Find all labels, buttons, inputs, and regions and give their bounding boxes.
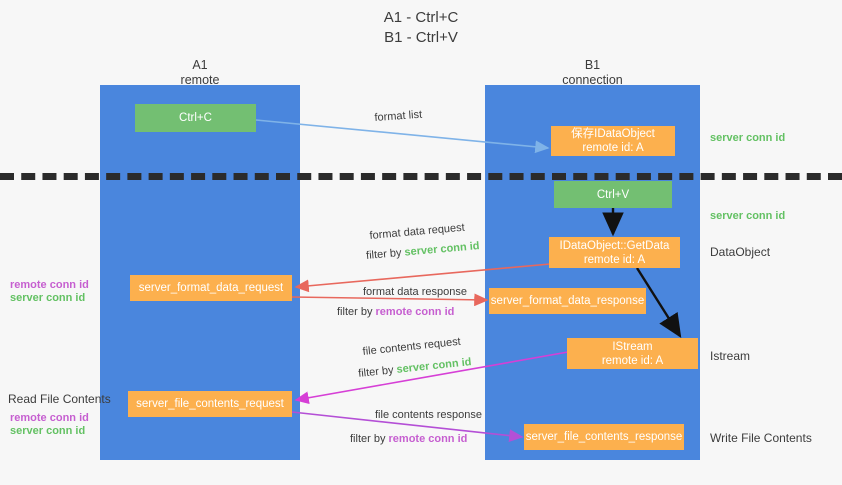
server-conn-id-ref-1: server conn id (404, 240, 480, 259)
left-note-server-conn-id-bottom: server conn id (10, 425, 86, 437)
node-server-format-data-response-line1: server_format_data_response (490, 295, 645, 307)
node-save-idataobject[interactable]: 保存IDataObject remote id: A (551, 126, 675, 156)
remote-conn-id-ref-1: remote conn id (375, 306, 455, 318)
left-note-server-conn-id-top: server conn id (10, 292, 86, 304)
column-header-a1-name: A1 (192, 58, 208, 72)
left-note-read-file-contents: Read File Contents (8, 392, 111, 406)
node-ctrl-v[interactable]: Ctrl+V (554, 181, 672, 208)
column-header-a1: A1 remote (100, 58, 300, 88)
node-server-format-data-request-line1: server_format_data_request (138, 282, 284, 294)
node-idataobject-getdata[interactable]: IDataObject::GetData remote id: A (549, 237, 680, 268)
node-server-file-contents-response-line1: server_file_contents_response (525, 431, 683, 443)
edge-label-format-data-response: format data response (363, 286, 467, 298)
left-note-remote-conn-id-top: remote conn id (10, 279, 89, 291)
remote-conn-id-ref-2: remote conn id (388, 433, 468, 445)
node-save-idataobject-line1: 保存IDataObject (571, 128, 655, 140)
column-header-b1-name: B1 (584, 58, 601, 72)
title-line-2: B1 - Ctrl+V (384, 29, 458, 46)
column-header-b1-sub: connection (562, 73, 623, 87)
node-server-file-contents-request[interactable]: server_file_contents_request (128, 391, 292, 417)
filter-by-label-2: filter by (337, 306, 376, 318)
node-ctrl-v-line1: Ctrl+V (596, 188, 630, 201)
edge-filter-format-data-request: filter by server conn id (366, 240, 480, 263)
column-header-a1-sub: remote (180, 73, 220, 87)
filter-by-label-4: filter by (350, 433, 389, 445)
side-note-server-conn-id-mid: server conn id (710, 210, 786, 222)
phase-separator (0, 173, 842, 180)
node-server-format-data-request[interactable]: server_format_data_request (130, 275, 292, 301)
node-idataobject-getdata-line2: remote id: A (583, 253, 646, 266)
edge-filter-format-data-response: filter by remote conn id (337, 306, 454, 319)
edge-filter-file-contents-request: filter by server conn id (358, 356, 472, 381)
node-istream-line1: IStream (612, 340, 653, 353)
node-save-idataobject-line2: remote id: A (582, 142, 644, 154)
node-ctrl-c[interactable]: Ctrl+C (135, 104, 256, 132)
filter-by-label-1: filter by (365, 246, 406, 262)
edge-label-file-contents-request: file contents request (362, 335, 462, 358)
edge-label-format-data-request: format data request (369, 221, 466, 242)
column-header-b1: B1 connection (485, 58, 700, 88)
filter-by-label-3: filter by (357, 363, 398, 380)
side-note-server-conn-id-top: server conn id (710, 132, 786, 144)
node-istream-line2: remote id: A (601, 354, 664, 367)
left-note-remote-conn-id-bottom: remote conn id (10, 412, 89, 424)
node-server-format-data-response[interactable]: server_format_data_response (489, 288, 646, 314)
edge-label-format-list: format list (374, 108, 423, 124)
node-server-file-contents-request-line1: server_file_contents_request (136, 398, 284, 410)
title-line-1: A1 - Ctrl+C (383, 9, 459, 26)
edge-label-file-contents-response: file contents response (375, 409, 483, 421)
node-istream[interactable]: IStream remote id: A (567, 338, 698, 369)
node-idataobject-getdata-line1: IDataObject::GetData (559, 239, 670, 252)
page-title: A1 - Ctrl+C B1 - Ctrl+V (0, 8, 842, 48)
server-conn-id-ref-2: server conn id (395, 356, 472, 376)
node-ctrl-c-line1: Ctrl+C (179, 112, 212, 124)
side-note-dataobject: DataObject (710, 245, 771, 259)
side-note-write-file-contents: Write File Contents (710, 431, 812, 445)
edge-filter-file-contents-response: filter by remote conn id (350, 433, 467, 446)
node-server-file-contents-response[interactable]: server_file_contents_response (524, 424, 684, 450)
side-note-istream: Istream (710, 349, 751, 363)
